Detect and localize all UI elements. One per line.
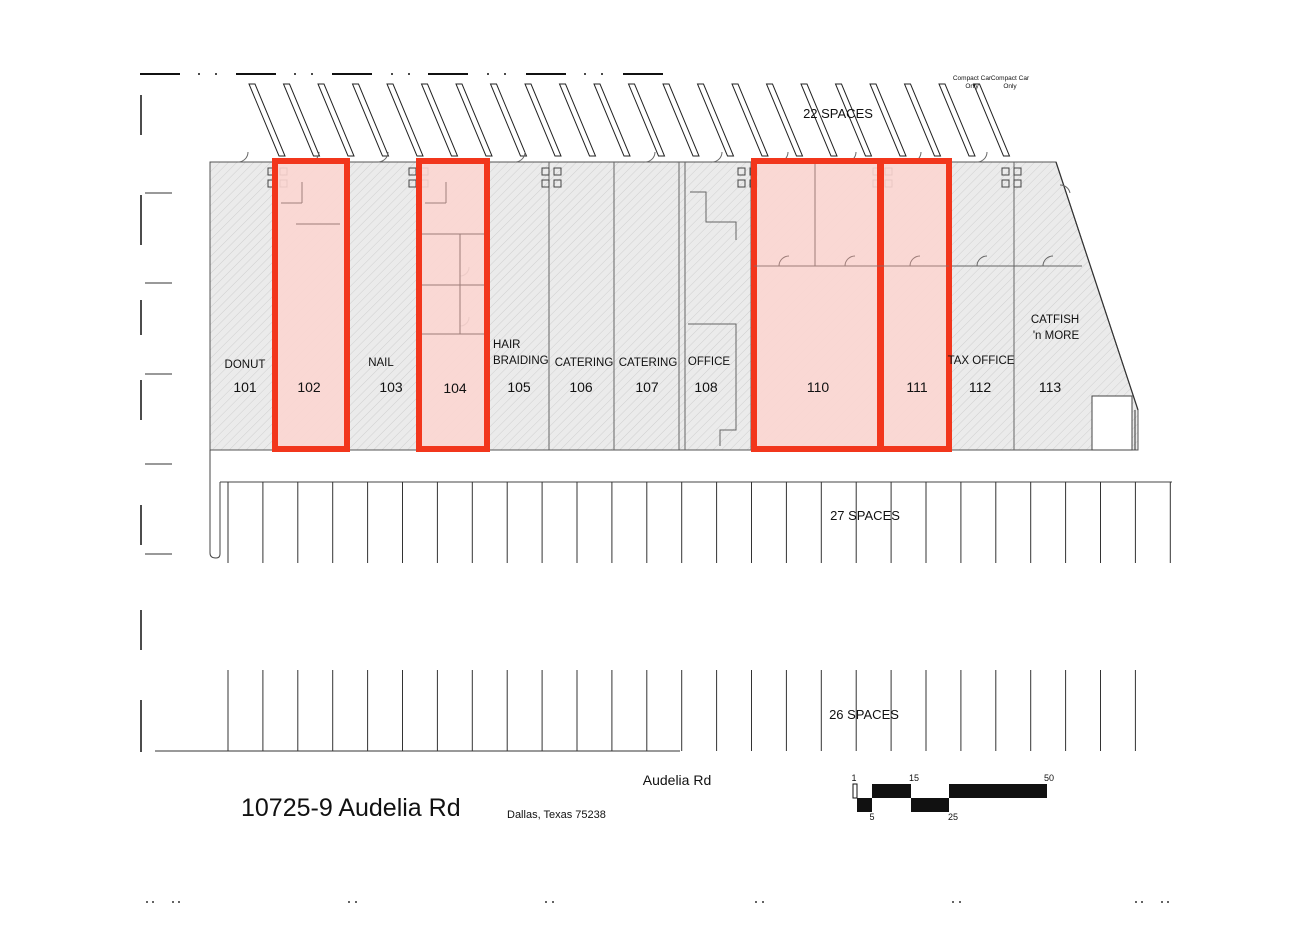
fixture	[541, 167, 550, 176]
angled-stall	[455, 83, 493, 157]
bottom-edge-marks	[146, 901, 1169, 903]
angled-stall	[282, 83, 321, 157]
unit-number-108: 108	[694, 379, 718, 395]
fixture	[737, 179, 746, 188]
angled-stall	[248, 83, 286, 157]
fixture	[1001, 167, 1010, 176]
fixture	[1013, 167, 1022, 176]
tenant-105-line2: BRAIDING	[493, 355, 549, 367]
angled-stall	[903, 83, 942, 157]
angled-stall	[351, 83, 390, 157]
angled-stall	[420, 83, 459, 157]
highlight-unit-104[interactable]	[416, 158, 490, 452]
angled-stall	[524, 83, 562, 157]
angled-stall	[386, 83, 424, 157]
unit-number-103: 103	[379, 379, 403, 395]
angled-stall	[593, 83, 631, 157]
compact-car-label: Compact Car	[953, 75, 992, 82]
compact-car-label: Compact Car	[991, 75, 1030, 82]
unit-number-101: 101	[233, 379, 257, 395]
fixture	[737, 167, 746, 176]
unit-number-110: 110	[807, 379, 830, 395]
unit-number-107: 107	[635, 379, 659, 395]
scale-bar: 1 5 15 25 50	[851, 773, 1054, 822]
angled-stall	[489, 83, 528, 157]
tenant-103: NAIL	[368, 357, 394, 369]
plan-title: 10725-9 Audelia Rd	[241, 794, 461, 822]
highlight-unit-111[interactable]	[878, 158, 952, 452]
tenant-113-line2: 'n MORE	[1033, 330, 1080, 342]
angled-stall	[765, 83, 804, 157]
unit-number-112: 112	[969, 379, 992, 395]
parking-stalls-bottom	[227, 670, 1136, 751]
unit-number-105: 105	[507, 379, 531, 395]
fixture	[541, 179, 550, 188]
unit-number-104: 104	[443, 380, 467, 396]
fixture	[553, 167, 562, 176]
angled-stall	[317, 83, 355, 157]
unit-numbers: 101 102 103 104 105 106 107 108 110 111 …	[233, 379, 1061, 396]
tenant-112: TAX OFFICE	[948, 355, 1015, 367]
parking-labels: 22 SPACES 27 SPACES 26 SPACES Compact Ca…	[803, 75, 1030, 722]
scale-tick-1: 1	[851, 773, 856, 783]
highlight-unit-102[interactable]	[272, 158, 350, 452]
tenant-101: DONUT	[225, 359, 266, 371]
tenant-108: OFFICE	[688, 356, 730, 368]
compact-only-label: Only	[965, 83, 979, 90]
unit-number-106: 106	[569, 379, 593, 395]
parking-count-middle: 27 SPACES	[830, 508, 900, 523]
fixture	[1013, 179, 1022, 188]
angled-stall	[972, 83, 1011, 157]
angled-stall	[627, 83, 666, 157]
angled-stall	[938, 83, 976, 157]
compact-only-label: Only	[1003, 83, 1017, 90]
parking-count-bottom: 26 SPACES	[829, 707, 899, 722]
angled-stall	[558, 83, 597, 157]
highlight-unit-110[interactable]	[751, 158, 883, 452]
fixture	[1001, 179, 1010, 188]
scale-tick-50: 50	[1044, 773, 1054, 783]
fixture	[553, 179, 562, 188]
angled-stall	[696, 83, 735, 157]
unit-number-113: 113	[1039, 379, 1062, 395]
road-label: Audelia Rd	[643, 772, 712, 788]
tenant-106: CATERING	[555, 357, 614, 369]
available-highlights	[272, 158, 952, 452]
parking-stalls-middle	[227, 482, 1171, 563]
scale-tick-15: 15	[909, 773, 919, 783]
tenant-105-line1: HAIR	[493, 339, 520, 351]
angled-stall	[662, 83, 700, 157]
unit-number-111: 111	[906, 379, 927, 395]
unit-number-102: 102	[297, 379, 321, 395]
tenant-labels: DONUT NAIL HAIR BRAIDING CATERING CATERI…	[225, 314, 1080, 371]
angled-stall	[731, 83, 769, 157]
angled-stall	[800, 83, 838, 157]
tenant-113-line1: CATFISH	[1031, 314, 1079, 326]
scale-tick-25: 25	[948, 812, 958, 822]
parking-count-top: 22 SPACES	[803, 106, 873, 121]
angled-stall	[869, 83, 907, 157]
address-label: Dallas, Texas 75238	[507, 809, 606, 821]
angled-stall	[834, 83, 873, 157]
angled-parking-stalls	[248, 83, 1011, 157]
tenant-107: CATERING	[619, 357, 678, 369]
parking-curb	[209, 450, 1172, 559]
scale-tick-5: 5	[869, 812, 874, 822]
